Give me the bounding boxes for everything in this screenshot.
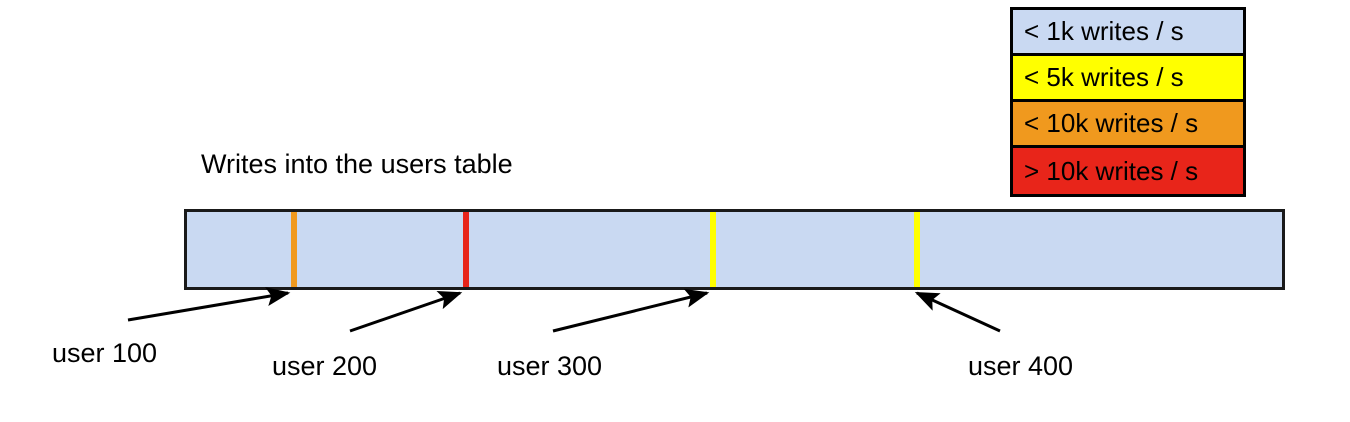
legend-label: < 5k writes / s bbox=[1024, 62, 1184, 92]
legend-label: > 10k writes / s bbox=[1024, 155, 1199, 186]
marker-user-200 bbox=[463, 212, 469, 287]
legend-label: < 1k writes / s bbox=[1024, 16, 1184, 46]
callout-label: user 400 bbox=[968, 351, 1074, 381]
legend-row: < 10k writes / s bbox=[1013, 102, 1243, 148]
marker-user-300 bbox=[710, 212, 716, 287]
callout-arrow bbox=[914, 291, 1001, 333]
writes-rate-legend: < 1k writes / s < 5k writes / s < 10k writ… bbox=[1010, 7, 1246, 197]
callout-arrow bbox=[127, 287, 291, 322]
users-table-bar bbox=[184, 209, 1285, 290]
marker-user-100 bbox=[291, 212, 297, 287]
callout-label: user 200 bbox=[272, 351, 378, 381]
legend-row: > 10k writes / s bbox=[1013, 148, 1243, 194]
callout-arrow bbox=[349, 290, 463, 333]
legend-label: < 10k writes / s bbox=[1024, 108, 1199, 138]
callout-arrow bbox=[552, 288, 710, 333]
legend-row: < 1k writes / s bbox=[1013, 10, 1243, 56]
legend-row: < 5k writes / s bbox=[1013, 56, 1243, 102]
callout-label: user 300 bbox=[497, 351, 603, 381]
marker-user-400 bbox=[914, 212, 920, 287]
bar-caption: Writes into the users table bbox=[201, 149, 513, 179]
callout-label: user 100 bbox=[52, 338, 158, 368]
